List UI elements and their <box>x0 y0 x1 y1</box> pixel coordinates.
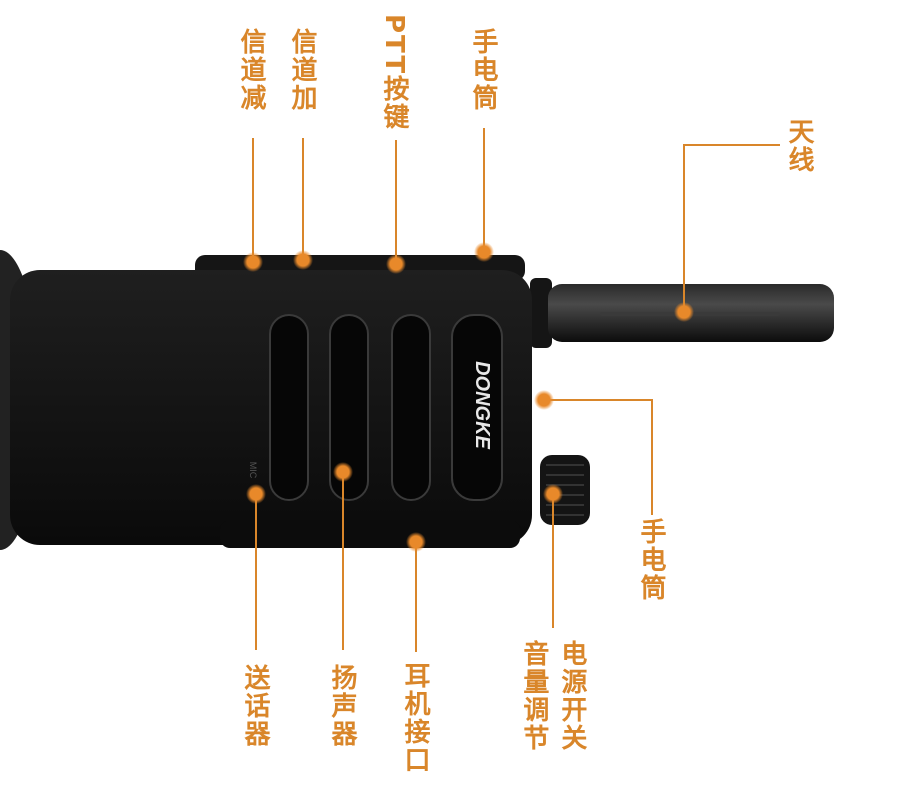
label-speaker: 扬声器 <box>327 664 357 748</box>
brand-logo: DONGKE <box>471 361 493 449</box>
label-channel-down: 信道减 <box>236 28 266 112</box>
label-flashlight-top: 手电筒 <box>468 28 498 112</box>
label-ptt: PTT按键 <box>379 14 409 132</box>
speaker-slot <box>451 314 503 501</box>
antenna-base <box>530 278 552 348</box>
label-antenna: 天线 <box>784 118 814 174</box>
bottom-strip <box>220 520 520 548</box>
label-microphone: 送话器 <box>240 664 270 748</box>
label-volume-adjust: 音量调节 <box>518 640 549 752</box>
callout-dots <box>243 242 694 552</box>
label-earphone-jack: 耳机接口 <box>400 662 430 774</box>
leader-lines <box>252 128 780 652</box>
label-flashlight-side: 手电筒 <box>636 518 666 602</box>
speaker-slot <box>269 314 309 501</box>
speaker-slot <box>329 314 369 501</box>
label-power-switch: 电源开关 <box>556 640 587 752</box>
label-channel-up: 信道加 <box>287 28 317 112</box>
mic-marking: MIC <box>248 462 258 479</box>
speaker-slot <box>391 314 431 501</box>
